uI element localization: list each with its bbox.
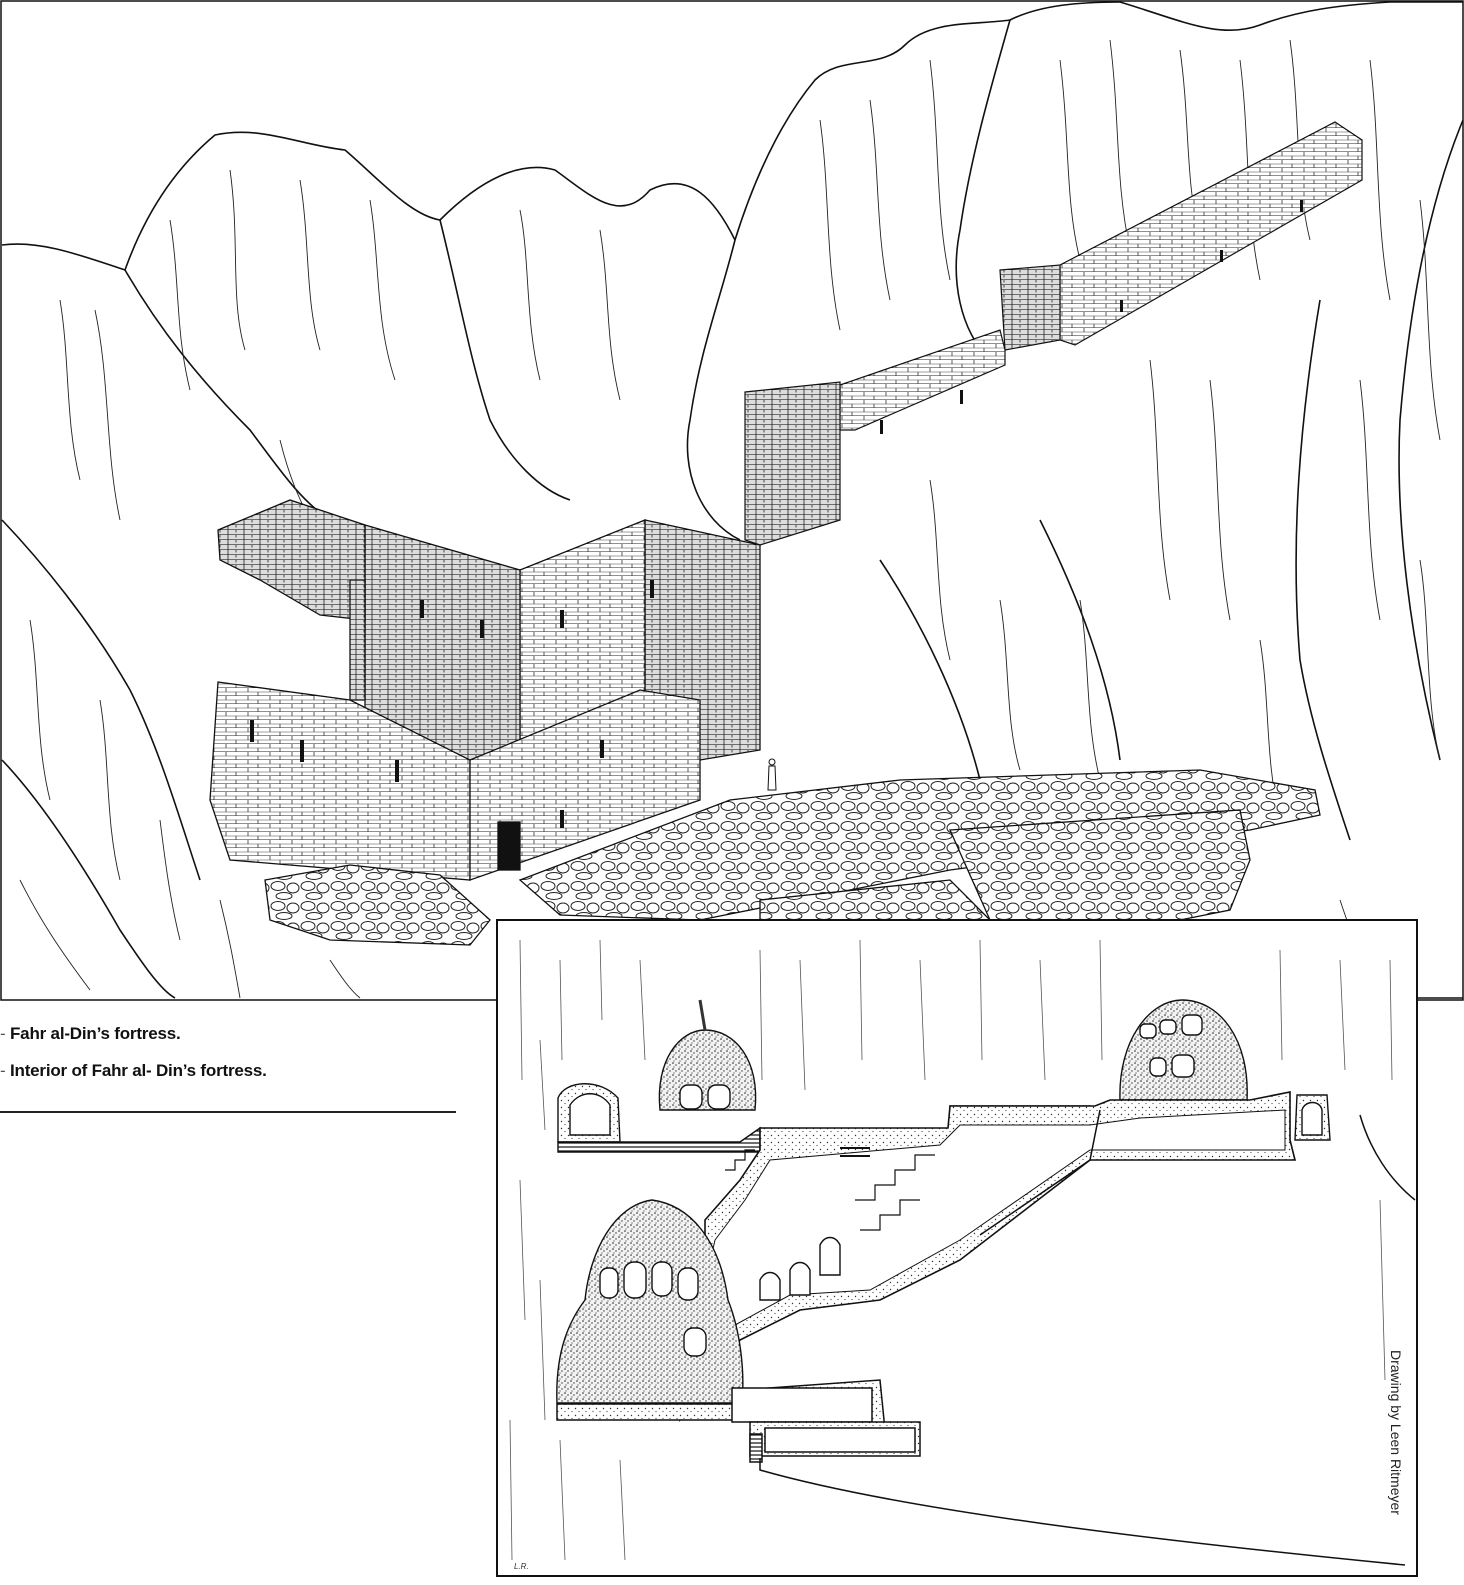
caption-fortress-text: Fahr al-Din’s fortress. xyxy=(10,1024,181,1043)
rock-hatching xyxy=(19,39,1441,999)
section-ground-line xyxy=(979,1109,1416,1236)
caption-fortress: -Fahr al-Din’s fortress. xyxy=(0,1024,181,1043)
caption-divider xyxy=(0,1111,456,1113)
artist-credit: Drawing by Leen Ritmeyer xyxy=(1388,1350,1404,1515)
artist-initials: L.R. xyxy=(514,1562,529,1571)
cobbled-ramp xyxy=(264,769,1321,946)
upper-wall xyxy=(744,121,1363,546)
fortress-main xyxy=(209,200,1303,881)
lower-chambers xyxy=(556,1379,1406,1566)
mountain-outlines xyxy=(1,1,1464,999)
section-rock-texture xyxy=(509,939,1393,1561)
human-figure xyxy=(767,758,777,791)
lower-dome xyxy=(556,1199,841,1404)
caption-interior-text: Interior of Fahr al- Din’s fortress. xyxy=(10,1061,267,1080)
caption-interior: -Interior of Fahr al- Din’s fortress. xyxy=(0,1061,267,1080)
fortress-interior-section xyxy=(496,919,1418,1577)
fortress-exterior-view xyxy=(0,0,1464,1001)
